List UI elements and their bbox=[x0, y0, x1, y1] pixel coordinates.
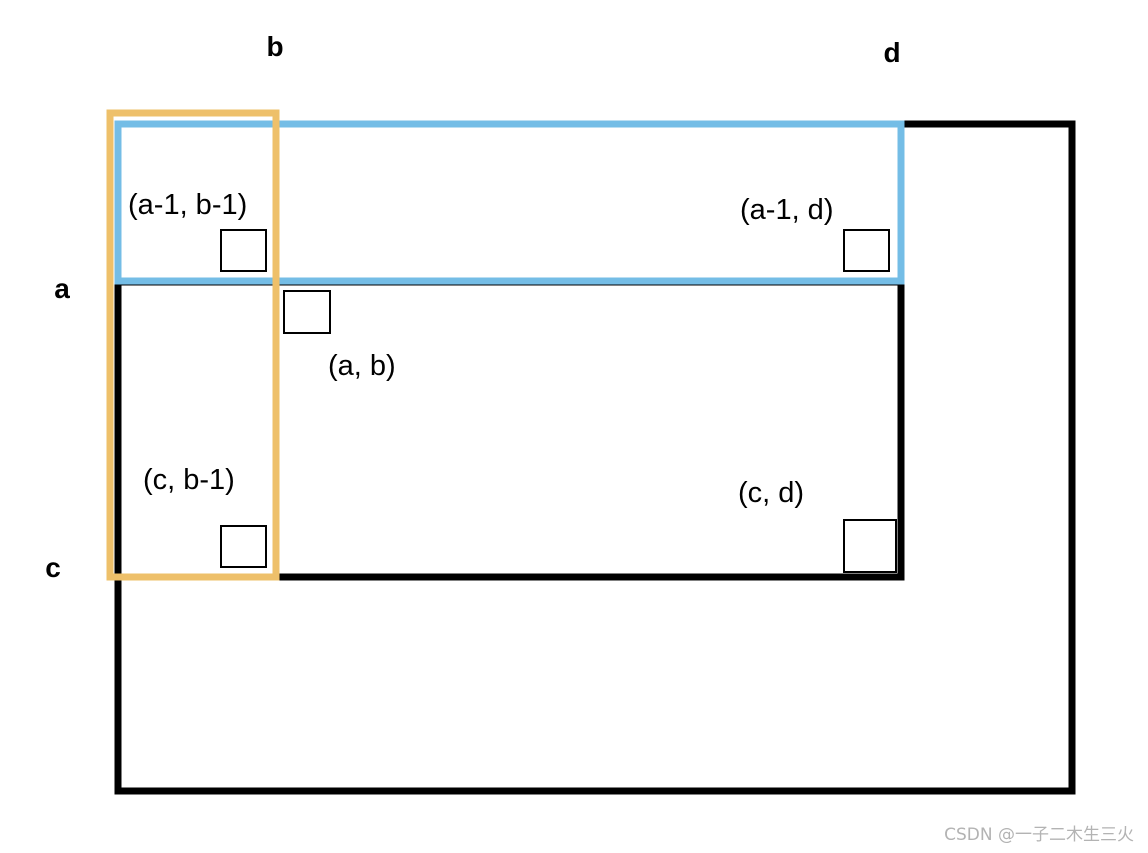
top-strip-rect bbox=[114, 120, 905, 285]
axis-label-d: d bbox=[883, 37, 900, 68]
cell-box-a-minus-1-d bbox=[843, 229, 890, 272]
left-strip-rect bbox=[106, 109, 280, 581]
cell-box-a-minus-1-b-minus-1 bbox=[220, 229, 267, 272]
axis-label-a: a bbox=[54, 273, 70, 304]
cell-label-a-b: (a, b) bbox=[328, 350, 396, 382]
axis-label-c: c bbox=[45, 552, 61, 583]
cell-box-c-b-minus-1 bbox=[220, 525, 267, 568]
cell-box-c-d bbox=[843, 519, 897, 573]
axis-label-b: b bbox=[266, 31, 283, 62]
cell-label-c-d: (c, d) bbox=[738, 477, 804, 509]
cell-label-c-b-minus-1: (c, b-1) bbox=[143, 464, 235, 496]
cell-label-a-minus-1-d: (a-1, d) bbox=[740, 194, 833, 226]
cell-label-a-minus-1-b-minus-1: (a-1, b-1) bbox=[128, 189, 247, 221]
outer-matrix-rect bbox=[114, 120, 1076, 795]
watermark-text: CSDN @一子二木生三火 bbox=[944, 825, 1134, 845]
cell-box-a-b bbox=[283, 290, 331, 334]
